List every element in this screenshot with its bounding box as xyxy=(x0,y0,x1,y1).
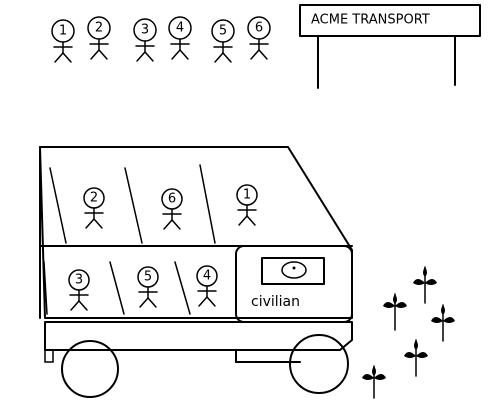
person-number: 5 xyxy=(144,270,152,285)
person-body xyxy=(237,204,257,226)
bus-passenger[interactable]: 3 xyxy=(68,269,90,311)
person-body xyxy=(53,41,73,63)
acme-transport-sign: ACME TRANSPORT xyxy=(299,4,481,89)
bus-passenger[interactable]: 5 xyxy=(137,266,159,308)
waiting-people: 1 2 3 4 5 6 xyxy=(51,16,271,63)
cab-face-icon xyxy=(281,261,307,279)
window-divider xyxy=(109,261,125,315)
person-body xyxy=(138,286,158,308)
person-number: 3 xyxy=(75,273,83,288)
bus-upper-passengers: 2 6 1 xyxy=(83,184,258,230)
person-body xyxy=(249,38,269,60)
bus-lower-passengers: 3 5 4 xyxy=(68,265,218,311)
plant-icon xyxy=(404,339,428,377)
person-body xyxy=(162,208,182,230)
person-body xyxy=(69,289,89,311)
bus-bumper xyxy=(44,349,54,363)
bus-wheel-front xyxy=(289,334,349,394)
person-body xyxy=(197,285,217,307)
bus-body xyxy=(39,146,353,319)
bus-wheel-rear xyxy=(61,340,119,398)
plant-icon xyxy=(413,266,437,304)
waiting-person[interactable]: 4 xyxy=(168,16,192,60)
waiting-person[interactable]: 1 xyxy=(51,19,75,63)
person-body xyxy=(84,207,104,229)
bus-passenger[interactable]: 1 xyxy=(236,184,258,226)
person-number: 4 xyxy=(203,269,211,284)
person-body xyxy=(89,38,109,60)
sign-label: ACME TRANSPORT xyxy=(311,13,430,28)
person-number: 1 xyxy=(243,188,251,203)
plants xyxy=(362,266,455,399)
waiting-person[interactable]: 6 xyxy=(247,16,271,60)
person-number: 6 xyxy=(168,192,176,207)
cab-screen xyxy=(261,257,325,285)
bus-passenger[interactable]: 2 xyxy=(83,187,105,229)
person-body xyxy=(213,41,233,63)
bus-passenger[interactable]: 6 xyxy=(161,188,183,230)
person-number: 2 xyxy=(90,191,98,206)
bus: civilian xyxy=(39,146,353,398)
waiting-person[interactable]: 3 xyxy=(133,18,157,62)
person-number: 2 xyxy=(95,21,103,36)
plant-icon xyxy=(362,365,386,399)
sign-board xyxy=(299,4,481,37)
window-divider xyxy=(124,167,143,244)
person-body xyxy=(135,40,155,62)
window-divider xyxy=(199,164,216,244)
person-number: 4 xyxy=(176,21,184,36)
window-divider xyxy=(43,261,48,315)
cab-face-dot xyxy=(292,266,296,270)
bus-passenger[interactable]: 4 xyxy=(196,265,218,307)
waiting-person[interactable]: 5 xyxy=(211,19,235,63)
plant-icon xyxy=(383,293,407,331)
window-divider xyxy=(174,261,191,315)
bus-chassis xyxy=(44,321,353,351)
person-number: 1 xyxy=(59,24,67,39)
person-body xyxy=(170,38,190,60)
waiting-person[interactable]: 2 xyxy=(87,16,111,60)
plant-icon xyxy=(431,304,455,342)
person-number: 5 xyxy=(219,24,227,39)
person-number: 3 xyxy=(141,23,149,38)
person-number: 6 xyxy=(255,21,263,36)
cab-label: civilian xyxy=(251,294,300,310)
window-divider xyxy=(49,167,67,244)
